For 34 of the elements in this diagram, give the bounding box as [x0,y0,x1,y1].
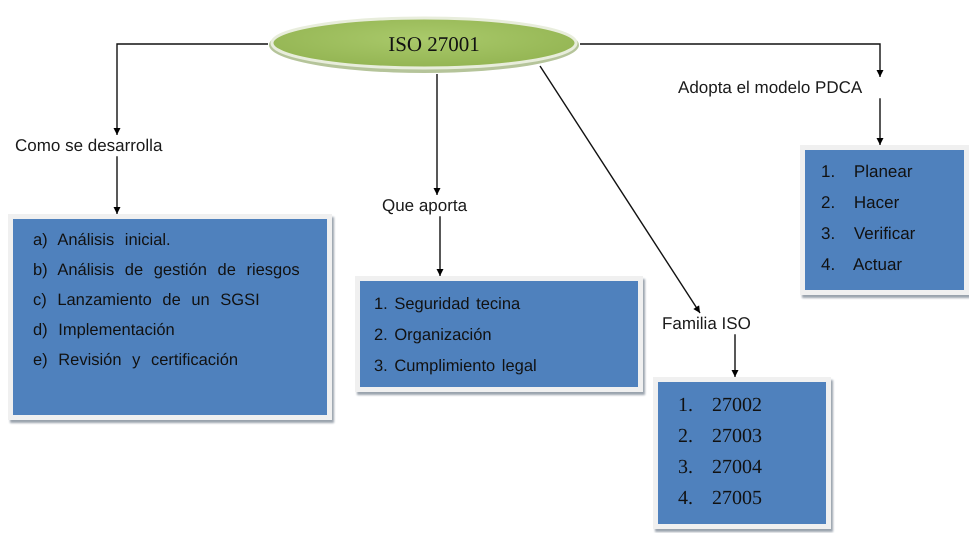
list-item: b) Análisis de gestión de riesgos [33,260,301,281]
list-item: 2. Hacer [821,192,900,214]
ellipse-node [268,14,580,74]
list-item: 2. 27003 [678,424,763,449]
list-item: 2. Organización [374,325,493,346]
list-item: 4. Actuar [821,254,904,276]
node-title: ISO 27001 [388,32,480,56]
branch-label: Que aporta [382,195,468,216]
arrow [114,156,120,214]
list-item: 1. Planear [821,161,914,183]
list-box [8,214,332,420]
arrow [580,43,884,77]
list-box [800,145,969,295]
list-item: c) Lanzamiento de un SGSI [33,290,261,311]
list-item: e) Revisión y certificación [33,350,240,371]
list-item: a) Análisis inicial. [33,230,172,251]
branch-label: Familia ISO [662,313,751,334]
arrow [539,66,701,314]
list-item: 3. Cumplimiento legal [374,356,538,377]
list-item: d) Implementación [33,320,176,341]
list-item: 4. 27005 [678,486,763,511]
arrow [436,216,444,276]
list-item: 3. Verificar [821,223,916,245]
list-item: 3. 27004 [678,455,763,480]
arrow [876,98,884,145]
arrow [732,334,738,377]
branch-label: Como se desarrolla [15,135,162,156]
branch-label: Adopta el modelo PDCA [678,77,862,98]
list-item: 1. Seguridad tecina [374,294,522,315]
list-item: 1. 27002 [678,393,763,418]
list-box [653,377,831,529]
arrow [434,74,440,195]
list-box [355,276,643,392]
arrow [114,43,268,135]
